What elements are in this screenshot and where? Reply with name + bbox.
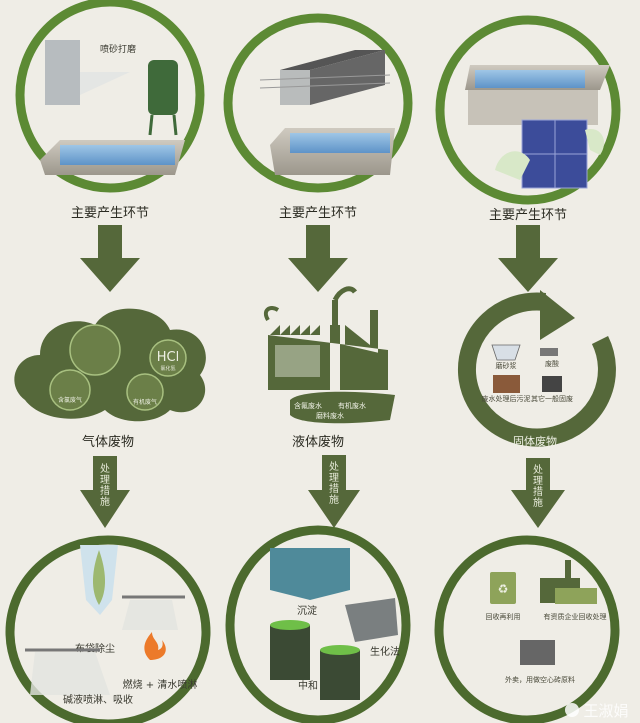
chimney-icon (49, 369, 91, 411)
svg-text:回收再利用: 回收再利用 (486, 612, 521, 621)
svg-text:磨料废水: 磨料废水 (316, 411, 344, 420)
source-label: 主要产生环节 (279, 206, 357, 221)
waste-label: 气体废物 (82, 434, 134, 450)
waste-label: 液体废物 (292, 434, 344, 450)
svg-text:其它一般固废: 其它一般固废 (531, 394, 573, 403)
column-gas: 喷砂打磨 主要产生环节 HCl 氯化氢 含氯废气 有机废气 气体废物 处 理 措… (5, 0, 211, 723)
svg-text:含氯废气: 含氯废气 (58, 396, 82, 404)
treatment-circle-solid: ♻ 回收再利用 有资质企业回收处理 外卖，用做空心砖原料 (434, 535, 620, 723)
factory-icon: 含氟废水 有机废水 磨料废水 (263, 286, 395, 424)
svg-text:措: 措 (100, 484, 110, 497)
source-label: 主要产生环节 (489, 208, 567, 223)
recycle-bin-icon (490, 572, 516, 604)
svg-text:氯化氢: 氯化氢 (160, 365, 175, 372)
svg-text:理: 理 (329, 472, 339, 484)
svg-text:施: 施 (100, 495, 110, 508)
sandblaster-tank (148, 60, 178, 115)
svg-text:HCl: HCl (157, 350, 179, 365)
fire-icon (144, 632, 166, 660)
svg-text:理: 理 (533, 475, 543, 487)
svg-text:磨砂浆: 磨砂浆 (496, 361, 517, 370)
chimney-icon (126, 373, 164, 411)
treatment-circle-liquid: 沉淀 中和 生化法 (225, 525, 411, 723)
cycle-arrow-head (540, 290, 575, 340)
svg-text:沉淀: 沉淀 (297, 604, 317, 617)
down-arrow (80, 225, 140, 292)
biochemical-plant (345, 598, 398, 642)
gas-mask-icon (69, 324, 121, 376)
svg-text:生化法: 生化法 (370, 645, 400, 658)
sandblasting-label: 喷砂打磨 (100, 43, 136, 55)
treatment-arrow (308, 455, 360, 528)
sludge-icon (493, 375, 520, 393)
wechat-icon (565, 703, 579, 717)
neutralization-tank (270, 625, 310, 680)
column-liquid: 主要产生环节 含氟废水 有机废水 磨料废水 液体废物 处 理 措 施 沉淀 (223, 13, 413, 723)
recycle-ring: 磨砂浆 废酸 废水处理后污泥 其它一般固废 固体废物 (457, 290, 616, 448)
svg-text:措: 措 (329, 482, 339, 495)
svg-text:有资质企业回收处理: 有资质企业回收处理 (544, 612, 607, 621)
general-waste-icon (542, 376, 562, 392)
svg-text:理: 理 (100, 474, 110, 486)
source-label: 主要产生环节 (71, 206, 149, 221)
source-circle-cell-assembly (435, 15, 621, 205)
watermark: 王淑娟 (565, 702, 629, 720)
source-circle-sandblasting: 喷砂打磨 (15, 0, 205, 193)
slurry-icon (491, 344, 521, 361)
svg-text:处: 处 (533, 464, 543, 476)
svg-text:废水处理后污泥: 废水处理后污泥 (482, 394, 531, 403)
svg-text:处: 处 (329, 461, 339, 473)
svg-text:外卖，用做空心砖原料: 外卖，用做空心砖原料 (505, 675, 575, 684)
glove-icon (585, 129, 605, 155)
svg-text:含氟废水: 含氟废水 (294, 401, 322, 410)
source-circle-wire-saw (223, 13, 413, 193)
svg-text:碱液喷淋、吸收: 碱液喷淋、吸收 (63, 693, 133, 706)
spray-cone (80, 72, 130, 95)
hollow-brick-icon (520, 640, 555, 665)
sedimentation-tank (270, 548, 350, 600)
waste-acid-icon (540, 348, 558, 356)
svg-text:措: 措 (533, 485, 543, 498)
svg-text:♻: ♻ (498, 582, 509, 596)
glove-icon (495, 151, 530, 180)
svg-text:有机废气: 有机废气 (133, 398, 157, 406)
treatment-arrow (80, 456, 130, 528)
svg-text:施: 施 (533, 496, 543, 509)
gas-waste-cloud: HCl 氯化氢 含氯废气 有机废气 (14, 308, 206, 422)
down-arrow (288, 225, 348, 292)
treatment-circle-gas: 布袋除尘 燃烧 + 清水喷淋 碱液喷淋、吸收 (5, 535, 211, 723)
column-solid: 主要产生环节 磨砂浆 废酸 废水处理后污泥 其它一般固废 固体废物 处 理 措 … (434, 15, 621, 723)
svg-text:王淑娟: 王淑娟 (583, 702, 628, 720)
waste-label: 固体废物 (513, 434, 557, 448)
svg-text:有机废水: 有机废水 (338, 401, 366, 410)
svg-text:燃烧 + 清水喷淋: 燃烧 + 清水喷淋 (123, 678, 198, 691)
svg-text:中和: 中和 (298, 679, 318, 692)
down-arrow (498, 225, 558, 292)
svg-text:施: 施 (329, 493, 339, 506)
svg-text:废酸: 废酸 (545, 359, 559, 368)
glass-panel (45, 40, 80, 105)
treatment-arrow (511, 458, 565, 528)
neutralization-tank (320, 650, 360, 700)
hcl-badge (149, 339, 187, 377)
svg-text:处: 处 (100, 463, 110, 475)
